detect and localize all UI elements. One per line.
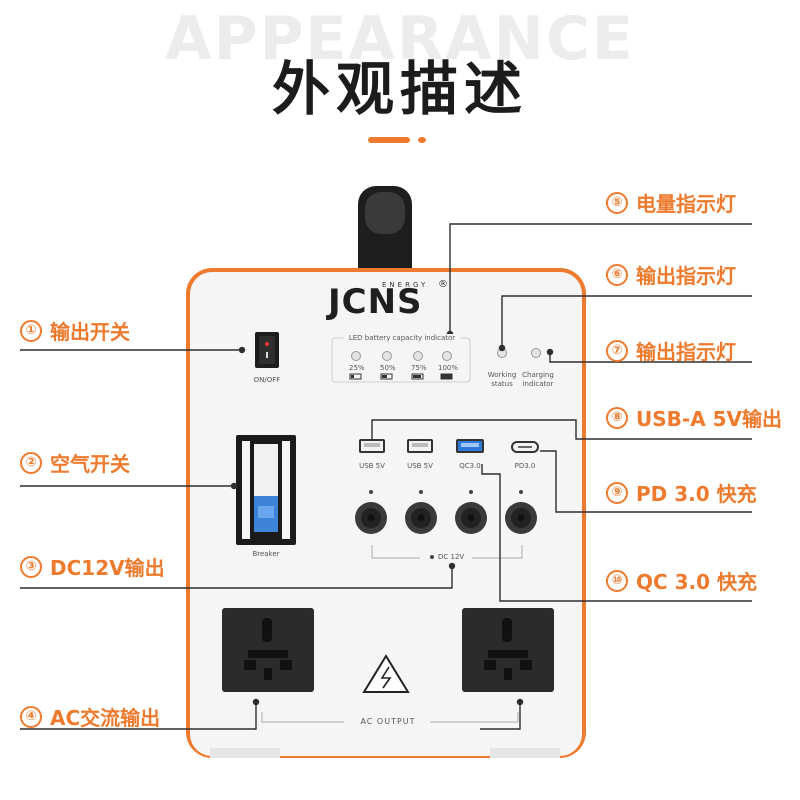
background-title-word: APPEARANCE (165, 4, 635, 74)
charging-indicator-label: Charging indicator (522, 371, 554, 388)
led-level-50: 50% (380, 364, 396, 372)
callout-output-indicator-1: ⑥ 输出指示灯 (606, 260, 736, 289)
usb-label-qc: QC3.0 (459, 462, 481, 470)
callout-air-breaker: ② 空气开关 (20, 448, 130, 477)
battery-led-group (349, 351, 453, 380)
callout-output-switch: ① 输出开关 (20, 316, 130, 345)
callout-qc3-fast-charge: ⑩ QC 3.0 快充 (606, 566, 757, 595)
led-panel-label: LED battery capacity indicator (344, 334, 460, 342)
breaker-label: Breaker (252, 550, 280, 558)
callout-usb-a-output: ⑧ USB-A 5V输出 (606, 403, 782, 432)
usb-a-port-1 (359, 439, 385, 453)
led-level-100: 100% (438, 364, 459, 372)
brand-registered-mark: ® (438, 279, 448, 290)
usb-c-port (511, 441, 539, 453)
accent-bar (368, 137, 410, 143)
high-voltage-warning-icon (362, 654, 410, 693)
dc-label: DC 12V (438, 553, 465, 561)
usb-label-1: USB 5V (359, 462, 385, 470)
callout-pd3-fast-charge: ⑨ PD 3.0 快充 (606, 478, 757, 507)
accent-dot (418, 137, 426, 143)
page-title: 外观描述 (271, 55, 528, 123)
led-level-75: 75% (411, 364, 427, 372)
callout-ac-output: ④ AC交流输出 (20, 702, 160, 731)
ac-output-bracket (261, 712, 344, 723)
leader-end-dots (230, 330, 554, 706)
power-switch-icon (255, 332, 279, 368)
dc-port-group (355, 490, 537, 559)
brand-sub: ENERGY (382, 281, 429, 289)
callout-output-indicator-2: ⑦ 输出指示灯 (606, 336, 736, 365)
ac-output-label: AC OUTPUT (360, 717, 416, 726)
switch-label: ON/OFF (253, 376, 281, 384)
usb-label-pd: PD3.0 (514, 462, 536, 470)
brand-logo: JCNS (328, 282, 423, 322)
charging-indicator-led (531, 348, 541, 358)
usb-qc-port (456, 439, 484, 453)
led-level-25: 25% (349, 364, 365, 372)
usb-a-port-2 (407, 439, 433, 453)
ac-socket-left (222, 608, 314, 692)
working-status-label: Working status (487, 371, 517, 388)
callout-battery-indicator: ⑤ 电量指示灯 (606, 188, 736, 217)
usb-label-2: USB 5V (407, 462, 433, 470)
callout-dc12v-output: ③ DC12V输出 (20, 552, 165, 581)
leader-lines (20, 223, 752, 730)
brand-name: JCNS (328, 282, 423, 322)
ac-socket-right (462, 608, 554, 692)
breaker-icon (236, 435, 296, 545)
